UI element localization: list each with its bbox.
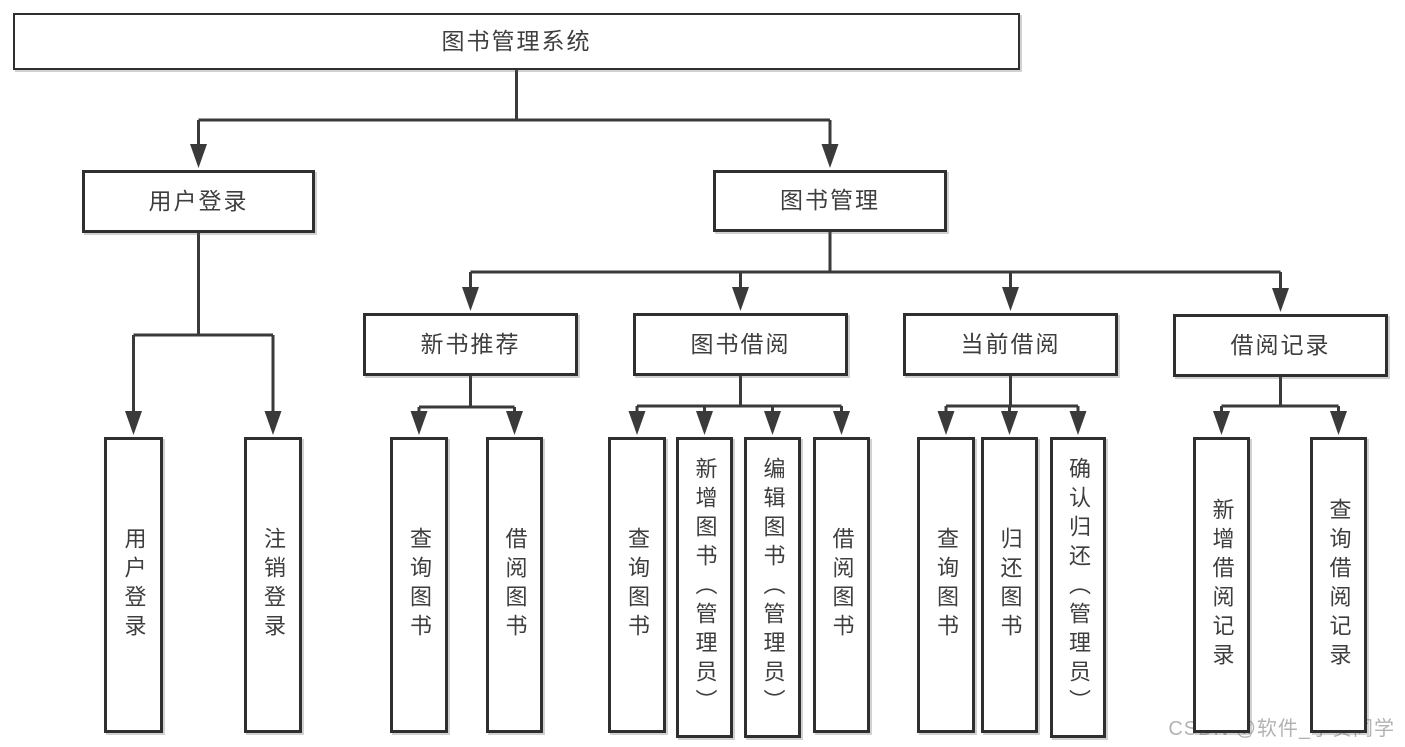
- node-label: 图书管理: [780, 187, 880, 214]
- arrowhead-icon: [732, 287, 749, 311]
- arrowhead-icon: [937, 411, 955, 435]
- node-label: 当前借阅: [960, 330, 1061, 357]
- node-label: 查询图书: [625, 527, 650, 643]
- node-mgmt: 图书管理: [713, 170, 947, 232]
- arrowhead-icon: [1001, 411, 1018, 435]
- node-label: 借阅记录: [1230, 331, 1331, 358]
- edge-line: [132, 233, 275, 419]
- node-label: 编辑图书（管理员）: [760, 457, 786, 718]
- arrowhead-icon: [125, 411, 142, 435]
- edge-line: [417, 376, 516, 419]
- arrowhead-icon: [696, 411, 713, 435]
- arrowhead-icon: [410, 411, 428, 435]
- node-label: 归还图书: [997, 527, 1023, 643]
- arrowhead-icon: [833, 411, 850, 435]
- arrowhead-icon: [1330, 411, 1347, 435]
- node-borrow-2: 新增图书（管理员）: [676, 437, 733, 738]
- edge-mgmt: [462, 232, 1289, 312]
- node-current-1: 查询图书: [917, 437, 975, 733]
- node-login-2: 注销登录: [244, 437, 302, 733]
- node-current: 当前借阅: [903, 313, 1118, 376]
- node-label: 用户登录: [121, 527, 147, 643]
- edge-line: [469, 232, 1282, 296]
- node-label: 新增借阅记录: [1209, 498, 1235, 672]
- arrowhead-icon: [190, 144, 207, 168]
- node-label: 借阅图书: [829, 527, 855, 643]
- edge-login: [125, 233, 282, 435]
- node-label: 新书推荐: [420, 330, 521, 357]
- edge-line: [197, 70, 832, 152]
- node-newbook-1: 查询图书: [390, 437, 448, 733]
- node-root: 图书管理系统: [13, 13, 1020, 70]
- node-login: 用户登录: [82, 170, 315, 233]
- node-label: 注销登录: [261, 527, 286, 643]
- edge-newbook: [410, 376, 523, 435]
- node-label: 图书借阅: [690, 330, 791, 357]
- arrowhead-icon: [462, 287, 479, 311]
- arrowhead-icon: [1002, 287, 1019, 311]
- node-records-2: 查询借阅记录: [1310, 437, 1367, 733]
- edge-borrow: [628, 376, 850, 435]
- edge-line: [1220, 377, 1340, 419]
- node-label: 借阅图书: [502, 527, 528, 643]
- edge-line: [944, 376, 1080, 419]
- node-current-2: 归还图书: [981, 437, 1038, 733]
- node-current-3: 确认归还（管理员）: [1050, 437, 1106, 738]
- node-borrow: 图书借阅: [633, 313, 848, 376]
- arrowhead-icon: [264, 411, 282, 435]
- arrowhead-icon: [1272, 288, 1289, 312]
- node-records-1: 新增借阅记录: [1193, 437, 1250, 733]
- node-newbook: 新书推荐: [363, 313, 578, 376]
- arrowhead-icon: [821, 144, 839, 168]
- node-records: 借阅记录: [1173, 314, 1388, 377]
- node-label: 图书管理系统: [441, 27, 592, 54]
- node-login-1: 用户登录: [104, 437, 163, 733]
- node-label: 查询图书: [934, 527, 959, 643]
- arrowhead-icon: [764, 411, 781, 435]
- node-label: 新增图书（管理员）: [692, 457, 718, 718]
- arrowhead-icon: [506, 411, 523, 435]
- node-label: 用户登录: [148, 187, 249, 214]
- edge-root: [190, 70, 839, 168]
- node-label: 查询借阅记录: [1326, 498, 1352, 672]
- node-borrow-4: 借阅图书: [813, 437, 870, 733]
- node-newbook-2: 借阅图书: [486, 437, 543, 733]
- edge-line: [635, 376, 843, 419]
- edge-current: [937, 376, 1087, 435]
- arrowhead-icon: [628, 411, 646, 435]
- node-label: 确认归还（管理员）: [1066, 457, 1091, 718]
- arrowhead-icon: [1213, 411, 1230, 435]
- node-label: 查询图书: [407, 527, 432, 643]
- node-borrow-1: 查询图书: [608, 437, 666, 733]
- node-borrow-3: 编辑图书（管理员）: [744, 437, 801, 738]
- arrowhead-icon: [1069, 411, 1087, 435]
- edge-records: [1213, 377, 1347, 435]
